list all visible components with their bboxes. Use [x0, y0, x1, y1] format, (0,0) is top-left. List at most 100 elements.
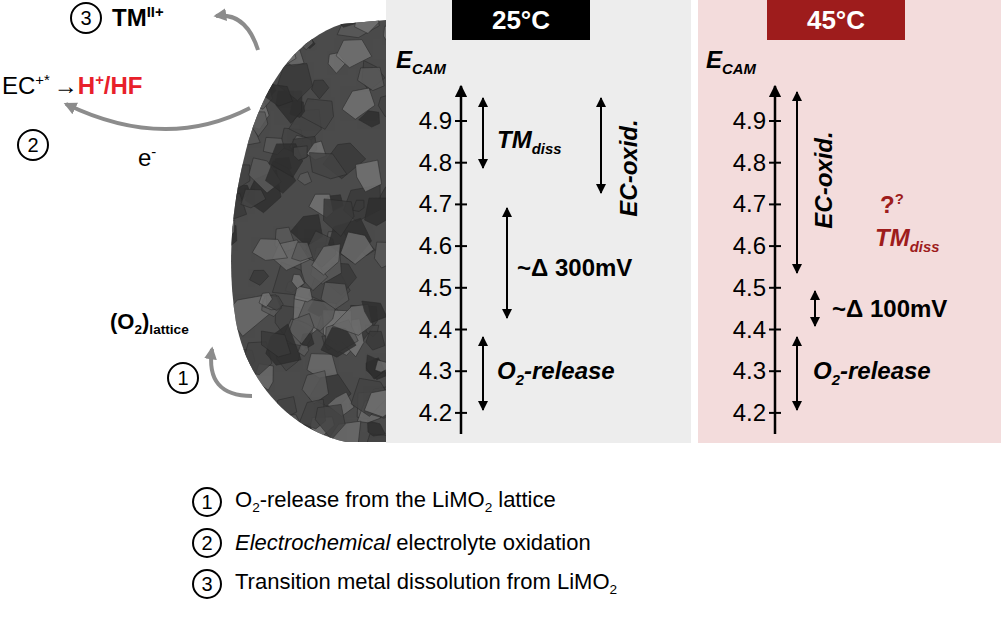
particle-facet	[298, 172, 312, 185]
tick-mark	[769, 203, 781, 205]
label-text: TM	[875, 224, 910, 251]
text-label: TMdiss	[875, 224, 939, 256]
script-text: 2	[832, 372, 840, 388]
node-text: 2	[27, 134, 38, 156]
label-text: 4.5	[419, 274, 452, 301]
script-text: +*	[35, 72, 49, 88]
text-label: ECAM	[706, 46, 756, 78]
arrow-ec	[66, 104, 250, 129]
particle-facet	[300, 99, 333, 130]
particle-facet	[342, 88, 375, 119]
label-text: →	[54, 72, 78, 99]
text-label: O2-release	[813, 357, 931, 389]
text-label: O2-release	[497, 357, 615, 389]
particle-facet	[261, 331, 290, 357]
label-text: -release from the LiMO	[260, 487, 485, 512]
particle-texture	[211, 2, 404, 462]
callout-number: 1	[167, 362, 199, 394]
particle-facet	[241, 189, 266, 208]
particle-facet	[259, 293, 272, 308]
particle-facet	[355, 2, 379, 33]
tick-mark	[769, 370, 781, 372]
label-text: -release	[840, 357, 931, 384]
label-text: 4.9	[419, 107, 452, 134]
text-label: Electrochemicalelectrolyte oxidation	[235, 530, 591, 555]
particle-facet	[293, 146, 307, 160]
label-text: 4.3	[419, 357, 452, 384]
label-text: ~Δ 100mV	[832, 295, 947, 322]
reaction-arrows	[66, 16, 258, 396]
script-text: 2	[485, 501, 493, 516]
label-text: ?	[880, 191, 895, 218]
label-text: 4.4	[733, 316, 766, 343]
particle-facet	[292, 274, 305, 288]
particle-facet	[218, 220, 235, 238]
particle-facet	[268, 417, 297, 455]
particle-facet	[290, 423, 312, 452]
temperature-header: 45°C	[767, 0, 905, 40]
range-arrow	[482, 98, 484, 168]
axis-25	[460, 86, 463, 434]
tick-mark	[455, 162, 467, 164]
particle-facet	[337, 10, 356, 27]
label-text: 4.7	[733, 191, 766, 218]
temperature-header: 25°C	[452, 0, 590, 40]
label-text: 4.6	[419, 232, 452, 259]
label-text: EC	[2, 72, 35, 99]
particle-facet	[225, 123, 249, 152]
script-text: +	[95, 72, 104, 88]
label-text: 4.5	[733, 274, 766, 301]
tick-mark	[455, 329, 467, 331]
particle-facet	[309, 153, 347, 179]
label-text: ~Δ 300mV	[517, 254, 632, 281]
axis-45	[774, 86, 777, 434]
label-text: (O	[110, 309, 134, 334]
text-label: ~Δ 100mV	[832, 295, 947, 323]
node-text: 25°C	[492, 6, 550, 35]
text-label: TMdiss	[497, 126, 561, 158]
script-text: 2	[252, 501, 260, 516]
text-label: 4.4	[419, 316, 452, 344]
particle-facet	[213, 193, 246, 220]
text-label: 4.6	[733, 232, 766, 260]
arrow-tm	[216, 16, 258, 50]
tick-mark	[769, 120, 781, 122]
script-text: II+	[147, 4, 164, 20]
range-arrow	[482, 337, 484, 410]
particle-facet	[302, 371, 328, 404]
text-label: 4.7	[733, 191, 766, 219]
particle-facet	[227, 31, 243, 47]
node-text: 45°C	[807, 6, 865, 35]
text-label: EC+*→H+/HF	[2, 72, 143, 100]
label-text: electrolyte oxidation	[396, 530, 590, 555]
text-label: EC-oxid.	[810, 131, 838, 228]
particle-facet	[364, 388, 396, 417]
particle-facet	[264, 85, 292, 107]
text-label: 4.5	[419, 274, 452, 302]
text-label: ??	[880, 191, 904, 219]
callout-number: 2	[192, 528, 222, 558]
text-label: 4.6	[419, 232, 452, 260]
range-arrow	[796, 337, 798, 410]
label-text: )	[142, 309, 149, 334]
node-text: 3	[201, 573, 212, 595]
text-label: 4.3	[733, 357, 766, 385]
particle-facet	[384, 25, 400, 43]
node-text: 1	[201, 491, 212, 513]
particle-facet	[366, 331, 385, 350]
text-label: 4.3	[419, 357, 452, 385]
particle-facet	[341, 232, 374, 264]
particle-facet	[211, 22, 244, 56]
script-text: ?	[895, 191, 904, 207]
text-label: TMII+	[112, 4, 164, 32]
label-text: 4.8	[733, 149, 766, 176]
arrow-o2	[211, 349, 252, 396]
text-label: 4.2	[419, 399, 452, 427]
particle-facet	[324, 199, 355, 237]
axes	[461, 86, 775, 434]
label-text: 4.8	[419, 149, 452, 176]
range-arrow	[506, 208, 508, 318]
label-text: O	[235, 487, 252, 512]
particle-facet	[278, 13, 304, 32]
label-text: O	[813, 357, 832, 384]
